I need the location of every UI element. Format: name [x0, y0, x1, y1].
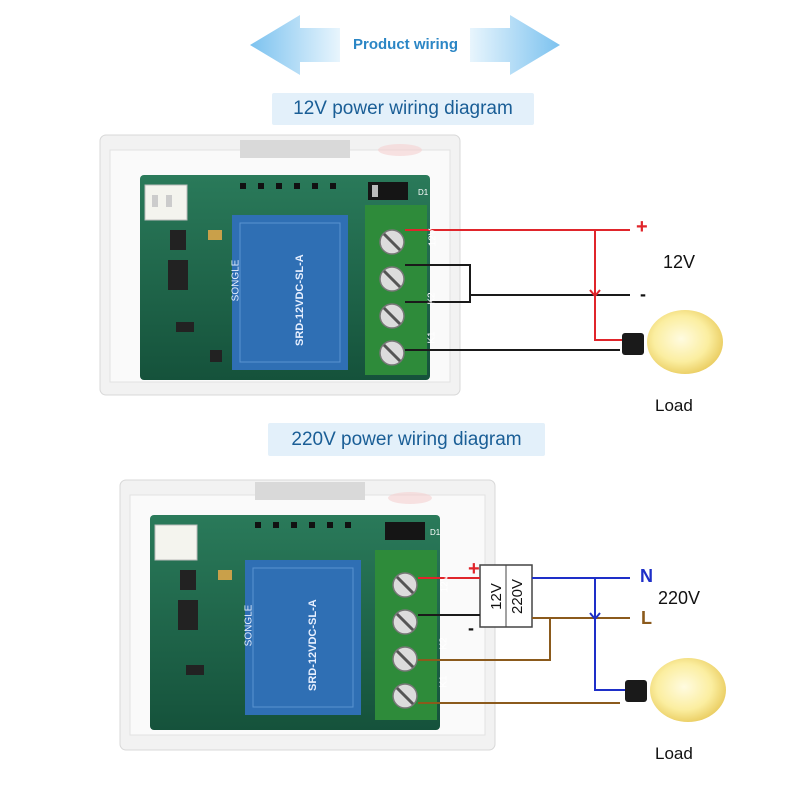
load-label-12v: Load [655, 396, 693, 415]
terminal-12v-label: 12V [427, 228, 439, 247]
lamp-12v-icon [622, 310, 723, 374]
voltage-label-220v: 220V [658, 588, 701, 608]
n-label: N [640, 566, 653, 586]
relay-model-220v: SRD-12VDC-SL-A [307, 599, 319, 691]
relay-brand-220v: SONGLE [243, 604, 255, 647]
relay [232, 215, 348, 370]
terminal-k1-label-220v: K1 [438, 675, 450, 688]
voltage-label-12v: 12V [663, 252, 696, 272]
header-title: Product wiring [353, 36, 458, 53]
terminal-k2-label-220v: K2 [438, 637, 450, 650]
module-220v [119, 479, 726, 751]
terminal-k2-label: K2 [426, 292, 438, 305]
load-label-220v: Load [655, 744, 693, 763]
relay-model-12v: SRD-12VDC-SL-A [294, 254, 306, 346]
right-arrow-icon [470, 15, 560, 75]
plus-label-12v: + [636, 216, 648, 238]
module-12v [99, 134, 723, 396]
diode-d1 [385, 522, 425, 540]
section-title-220v: 220V power wiring diagram [268, 423, 545, 456]
jst-connector [154, 524, 198, 561]
diode-label-220v: D1 [430, 528, 441, 537]
relay-brand-12v: SONGLE [230, 259, 242, 302]
relay [245, 560, 361, 715]
l-label: L [641, 608, 652, 628]
converter-in-label: 12V [487, 583, 505, 610]
converter-out-label: 220V [509, 578, 527, 615]
terminal-12v-label-220v: 12V [439, 574, 451, 593]
left-arrow-icon [250, 15, 340, 75]
minus-label-12v: - [640, 284, 646, 304]
lamp-220v-icon [625, 658, 726, 722]
terminal-k1-label: K1 [426, 331, 438, 344]
section-title-12v: 12V power wiring diagram [272, 93, 534, 125]
diode-label-12v: D1 [418, 188, 429, 197]
minus-label-220v: - [468, 618, 474, 638]
plus-label-220v: + [468, 558, 480, 580]
